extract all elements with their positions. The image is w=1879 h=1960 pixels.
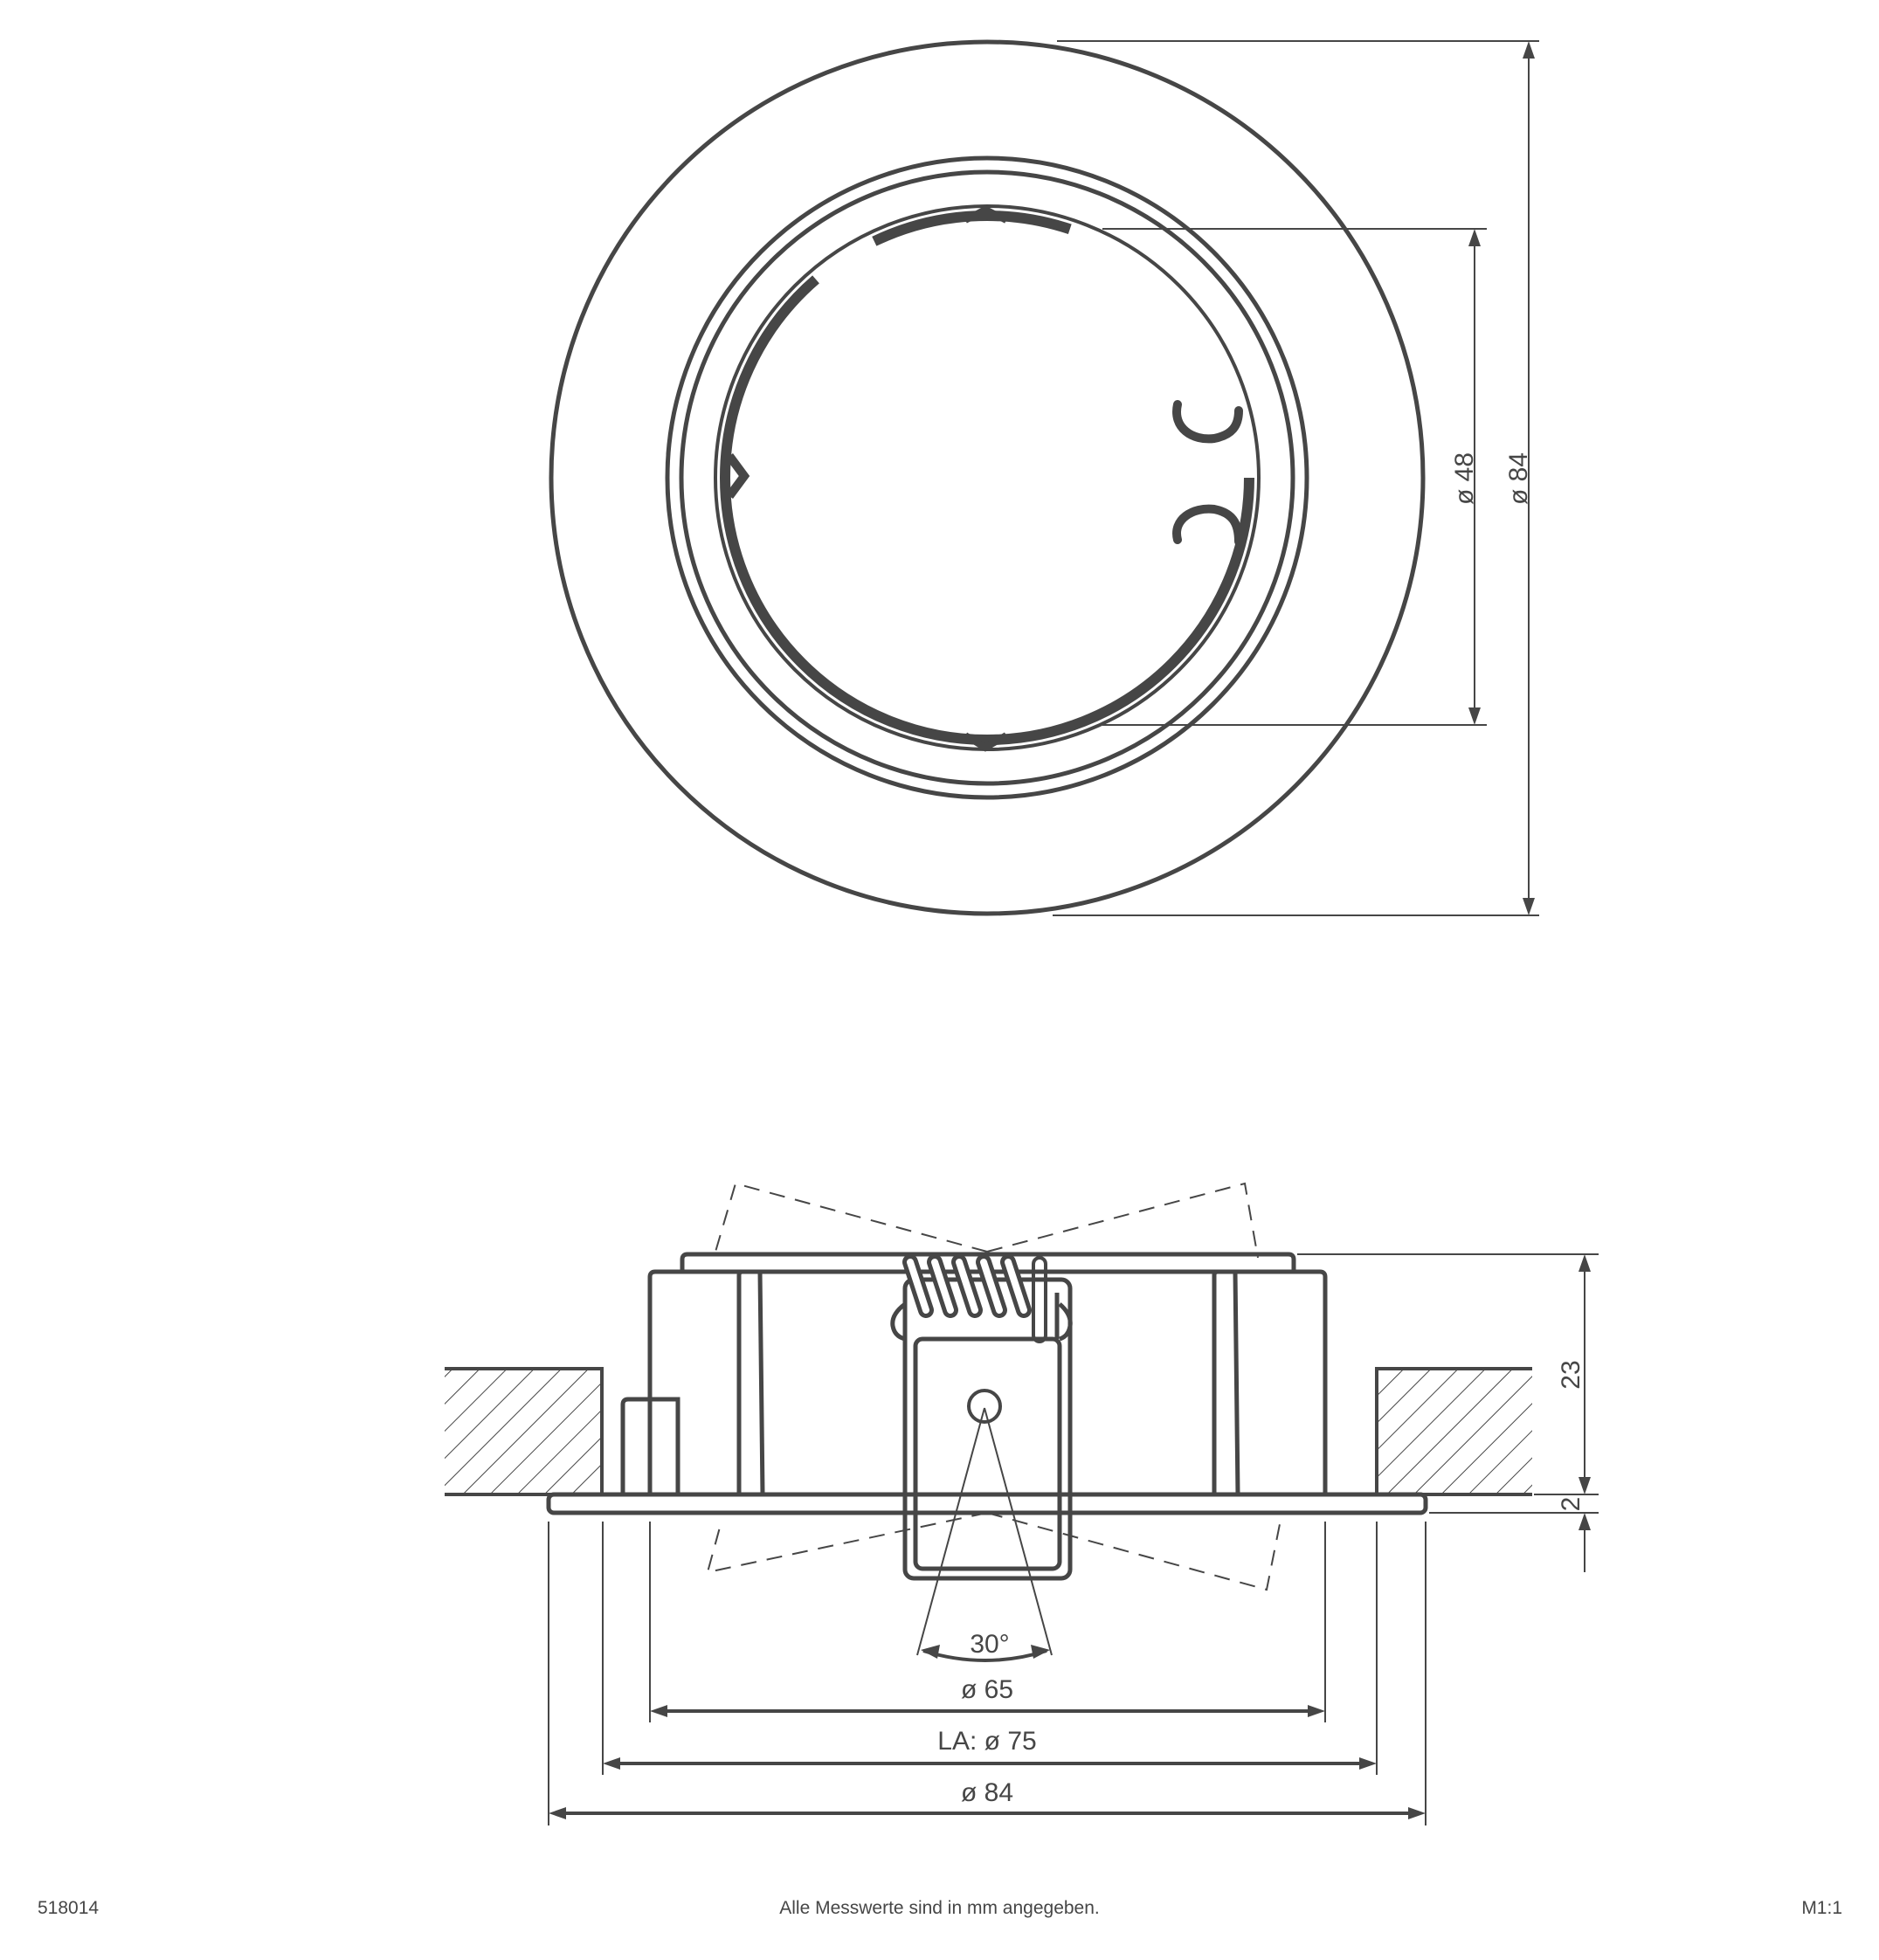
dim-65-label: ø 65 — [961, 1675, 1013, 1704]
spring-hook-upper — [1172, 400, 1243, 444]
retaining-spring-ring — [720, 210, 1254, 745]
scale-label: M1:1 — [1801, 1898, 1842, 1918]
spring-hook-lower — [1172, 504, 1243, 546]
arrow-right-icon — [1031, 1645, 1050, 1659]
dim-75-label: LA: ø 75 — [937, 1727, 1036, 1756]
side-view: 30° 23 2 ø 65 LA: ø 75 ø 84 — [445, 1182, 1599, 1825]
dim-84-bottom-label: ø 84 — [961, 1778, 1013, 1807]
body-ring-inner — [679, 169, 1295, 786]
arrow-down-icon — [1468, 707, 1481, 725]
beam-angle-right — [984, 1407, 1053, 1656]
flange — [546, 1492, 1428, 1515]
top-view: ø 48 ø 84 — [549, 39, 1539, 916]
left-notch — [725, 453, 750, 499]
beam-angle-left — [916, 1407, 985, 1656]
housing-cap — [680, 1252, 1296, 1272]
lamp-holder-ring — [714, 204, 1261, 751]
rib-left — [736, 1269, 765, 1495]
ceiling-section-right-outline — [1375, 1367, 1532, 1496]
tilt-outline-left — [706, 1182, 988, 1574]
dim-84-top-label: ø 84 — [1504, 452, 1533, 505]
arrow-up-icon — [1523, 41, 1535, 59]
arrow-down-icon — [1523, 898, 1535, 915]
units-note: Alle Messwerte sind in mm angegeben. — [779, 1898, 1100, 1918]
article-number: 518014 — [38, 1898, 100, 1918]
housing-body — [647, 1269, 1328, 1494]
spring-bracket-inner — [913, 1336, 1062, 1571]
arrow-right-icon — [1359, 1757, 1377, 1770]
arrow-left-icon — [603, 1757, 620, 1770]
dim-2-label: 2 — [1557, 1497, 1585, 1512]
pivot-point — [967, 1389, 1002, 1424]
dim-48-label: ø 48 — [1450, 452, 1479, 505]
arrow-up-icon — [1578, 1513, 1591, 1530]
arrow-left-icon — [921, 1645, 940, 1659]
arrow-up-icon — [1468, 229, 1481, 246]
arrow-up-icon — [1578, 1254, 1591, 1272]
arrow-right-icon — [1408, 1807, 1426, 1819]
bottom-notch — [963, 732, 1009, 752]
arrow-down-icon — [1578, 1477, 1591, 1494]
angle-label: 30° — [970, 1630, 1009, 1659]
arrow-left-icon — [650, 1705, 667, 1717]
dim-23-label: 23 — [1557, 1360, 1585, 1389]
arrow-left-icon — [549, 1807, 566, 1819]
ceiling-section-right — [1377, 1369, 1532, 1494]
ceiling-section-left — [445, 1369, 602, 1494]
top-notch — [964, 205, 1008, 224]
spring-bracket-top-lugs — [890, 1293, 1073, 1342]
rib-right — [1212, 1269, 1240, 1495]
tilt-outline-right — [986, 1182, 1281, 1591]
terminal-block — [620, 1397, 680, 1494]
outer-flange-circle — [549, 39, 1426, 916]
arrow-right-icon — [1308, 1705, 1325, 1717]
torsion-spring — [902, 1254, 1047, 1343]
body-ring-outer — [665, 155, 1309, 800]
